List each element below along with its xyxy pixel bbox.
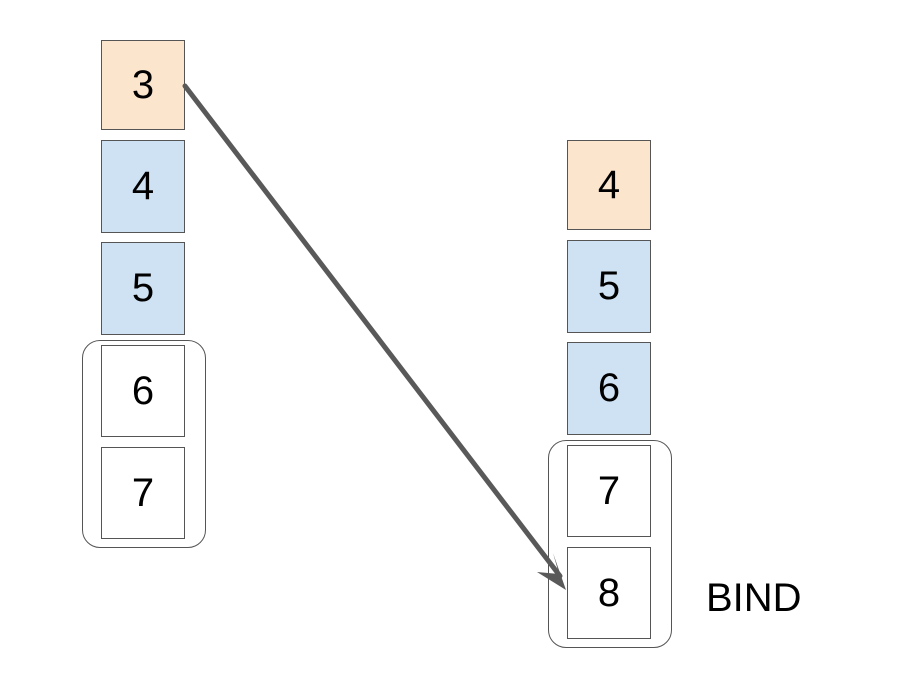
left-stack-box-1: 3 — [101, 40, 185, 130]
left-stack-box-5: 7 — [101, 447, 185, 539]
bind-label: BIND — [706, 576, 802, 620]
left-stack-box-4: 6 — [101, 345, 185, 437]
right-stack-box-1: 4 — [567, 140, 651, 230]
left-stack-box-2: 4 — [101, 140, 185, 233]
arrow-shaft — [182, 83, 563, 579]
left-stack-box-3: 5 — [101, 242, 185, 335]
right-stack-group — [548, 440, 672, 648]
right-stack-box-2: 5 — [567, 240, 651, 333]
right-stack-box-5: 8 — [567, 547, 651, 639]
arrow-head-icon — [537, 553, 566, 590]
right-stack-box-4: 7 — [567, 445, 651, 537]
right-stack-box-3: 6 — [567, 342, 651, 435]
left-stack-group — [82, 340, 206, 548]
